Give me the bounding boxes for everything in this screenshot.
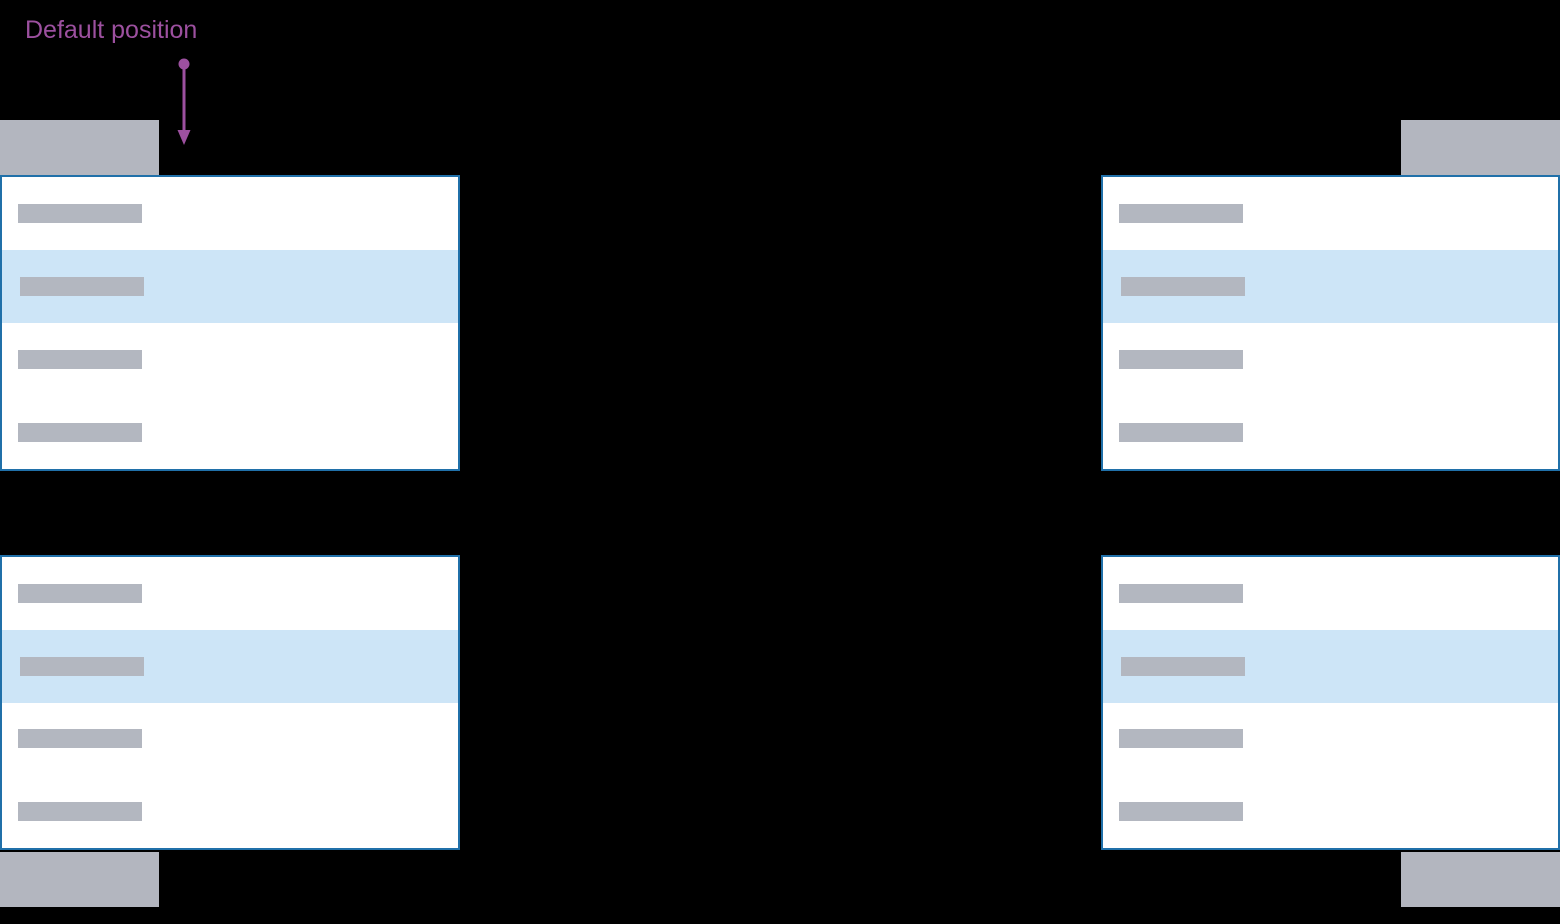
menu-item-text-placeholder (1119, 204, 1243, 223)
menu-item-text-placeholder (1119, 350, 1243, 369)
menu-item[interactable] (2, 396, 458, 469)
menu-item-text-placeholder (1119, 729, 1243, 749)
menu-item[interactable] (2, 629, 458, 703)
menu-item-text-placeholder (20, 656, 144, 676)
menu-item[interactable] (1103, 703, 1558, 776)
menu-item-text-placeholder (20, 277, 144, 296)
menu-item[interactable] (2, 177, 458, 250)
menu-item-text-placeholder (1119, 423, 1243, 442)
menu-toggle-bottom-right[interactable] (1401, 852, 1560, 907)
menu-panel-bottom-left (0, 555, 460, 850)
menu-toggle-top-left[interactable] (0, 120, 159, 175)
menu-item-text-placeholder (18, 729, 142, 749)
default-position-label: Default position (25, 16, 198, 44)
menu-item-text-placeholder (18, 802, 142, 822)
menu-item-text-placeholder (18, 350, 142, 369)
menu-item-text-placeholder (18, 423, 142, 442)
menu-item[interactable] (1103, 629, 1558, 703)
menu-panel-top-right (1101, 175, 1560, 471)
menu-item-text-placeholder (18, 583, 142, 603)
menu-item[interactable] (1103, 177, 1558, 250)
menu-item-text-placeholder (1119, 583, 1243, 603)
menu-item[interactable] (1103, 250, 1558, 323)
menu-item-text-placeholder (18, 204, 142, 223)
menu-item-text-placeholder (1121, 656, 1245, 676)
menu-panel-bottom-right (1101, 555, 1560, 850)
menu-item[interactable] (2, 323, 458, 396)
menu-item-text-placeholder (1119, 802, 1243, 822)
menu-item[interactable] (1103, 557, 1558, 630)
menu-item[interactable] (2, 250, 458, 323)
menu-toggle-bottom-left[interactable] (0, 852, 159, 907)
menu-item[interactable] (2, 557, 458, 630)
menu-item[interactable] (1103, 775, 1558, 848)
arrow-down-icon (177, 58, 191, 145)
menu-item[interactable] (1103, 396, 1558, 469)
menu-item-text-placeholder (1121, 277, 1245, 296)
menu-item[interactable] (2, 775, 458, 848)
menu-item[interactable] (2, 703, 458, 776)
menu-item[interactable] (1103, 323, 1558, 396)
menu-toggle-top-right[interactable] (1401, 120, 1560, 175)
menu-panel-top-left (0, 175, 460, 471)
